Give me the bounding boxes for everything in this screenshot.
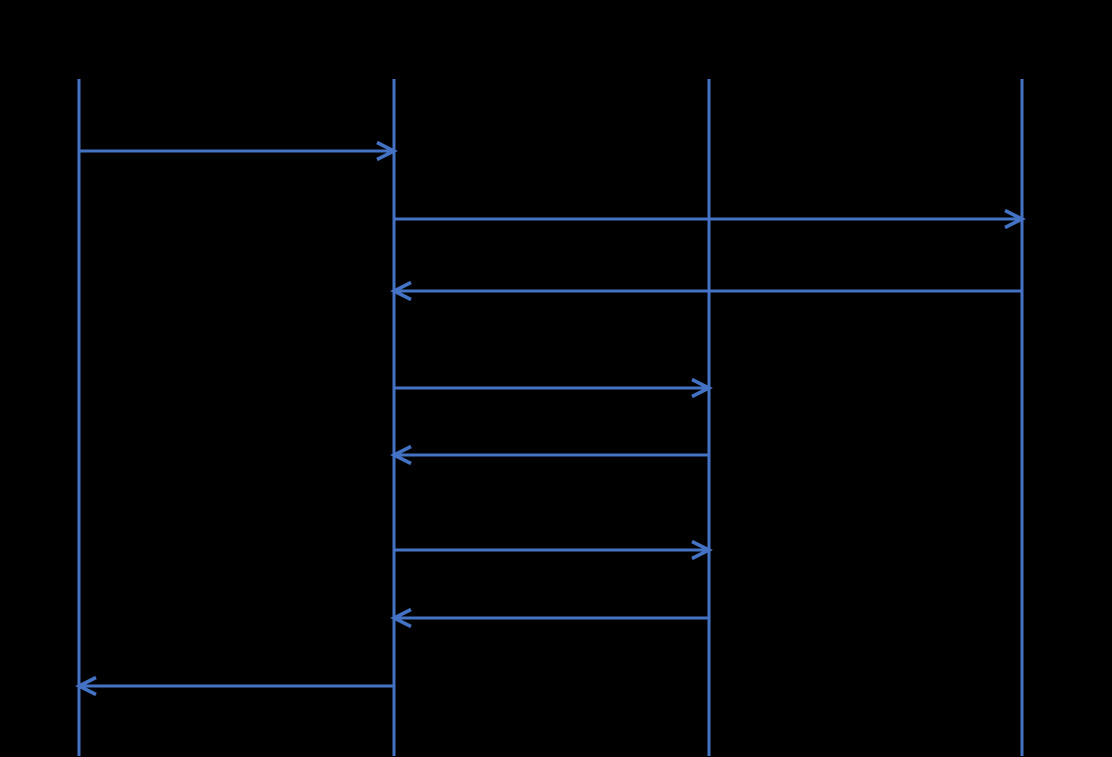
message-2-arrowhead-icon [1004,208,1026,230]
message-8 [75,675,394,697]
message-2 [394,208,1026,230]
message-6 [394,539,713,561]
message-5 [390,444,709,466]
message-5-arrowhead-icon [390,444,412,466]
message-6-arrowhead-icon [691,539,713,561]
message-1-arrowhead-icon [376,140,398,162]
message-4 [394,377,713,399]
message-7 [390,607,709,629]
message-7-arrowhead-icon [390,607,412,629]
message-1 [79,140,398,162]
message-8-arrowhead-icon [75,675,97,697]
message-3-arrowhead-icon [390,280,412,302]
message-3 [390,280,1022,302]
message-4-arrowhead-icon [691,377,713,399]
